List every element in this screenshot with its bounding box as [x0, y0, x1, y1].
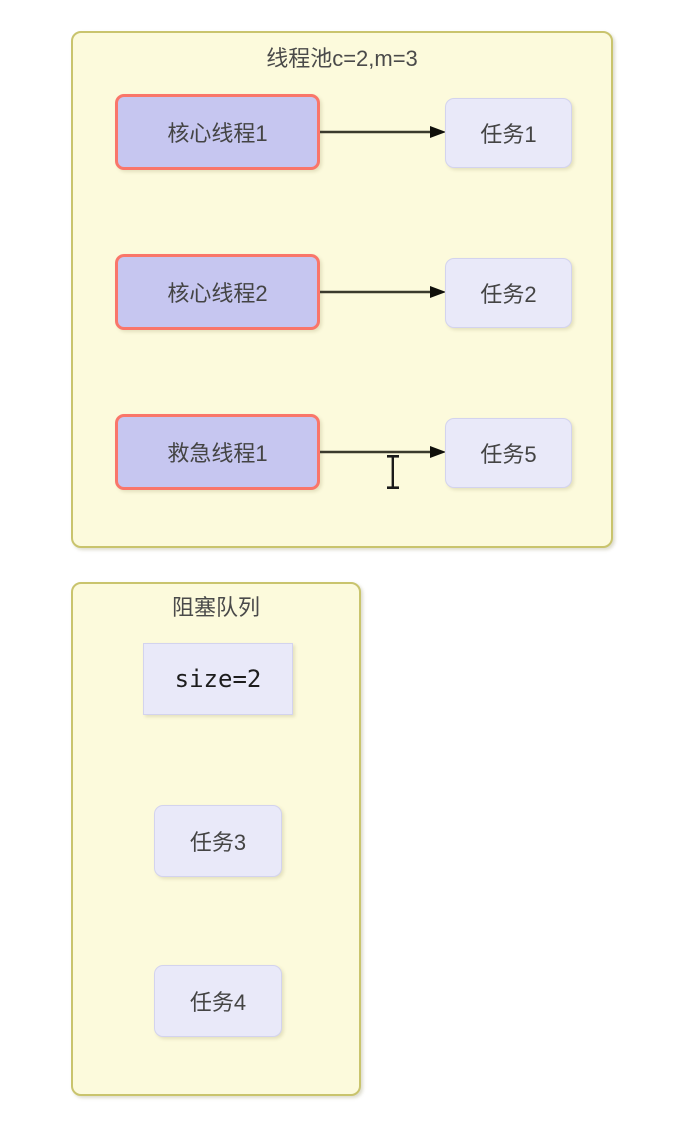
thread-box-emergency-1[interactable]: 救急线程1 [115, 414, 320, 490]
queue-size-box: size=2 [143, 643, 293, 715]
arrow-thread-emergency-1-to-task-5 [320, 445, 448, 459]
arrow-thread-core-1-to-task-1 [320, 125, 448, 139]
thread-box-core-2[interactable]: 核心线程2 [115, 254, 320, 330]
thread-box-core-1-label: 核心线程1 [167, 121, 268, 146]
task-box-2-label: 任务2 [480, 282, 537, 307]
thread-box-core-2-label: 核心线程2 [167, 281, 268, 306]
arrow-thread-core-2-to-task-2 [320, 285, 448, 299]
task-box-2[interactable]: 任务2 [445, 258, 572, 328]
task-box-3-label: 任务3 [189, 830, 247, 855]
thread-box-core-1[interactable]: 核心线程1 [115, 94, 320, 170]
task-box-1-label: 任务1 [480, 122, 537, 147]
task-box-1[interactable]: 任务1 [445, 98, 572, 168]
task-box-5-label: 任务5 [480, 442, 537, 467]
thread-box-emergency-1-label: 救急线程1 [167, 441, 268, 466]
thread-pool-container: 线程池c=2,m=3 核心线程1 核心线程2 救急线程1 任务1 任务2 [71, 31, 613, 548]
blocking-queue-container: 阻塞队列 size=2 任务3 任务4 [71, 582, 361, 1096]
task-box-4[interactable]: 任务4 [154, 965, 282, 1037]
queue-size-label: size=2 [174, 665, 262, 693]
task-box-3[interactable]: 任务3 [154, 805, 282, 877]
thread-pool-title: 线程池c=2,m=3 [266, 46, 418, 71]
task-box-4-label: 任务4 [189, 990, 247, 1015]
task-box-5[interactable]: 任务5 [445, 418, 572, 488]
blocking-queue-title: 阻塞队列 [171, 595, 260, 620]
